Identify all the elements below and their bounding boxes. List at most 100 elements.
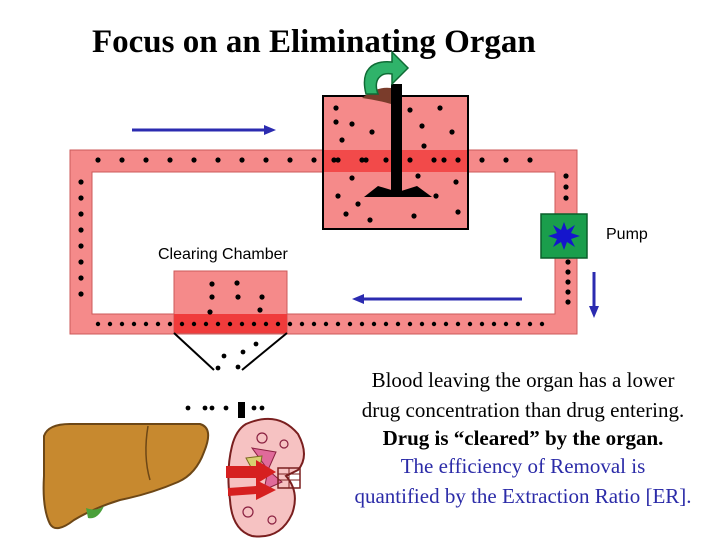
drug-particle <box>335 321 341 327</box>
drug-particle <box>431 321 437 327</box>
drug-particle <box>251 405 257 411</box>
drain-funnel-left <box>173 332 215 371</box>
drug-particle <box>515 321 521 327</box>
caption-line-2: drug concentration than drug entering. <box>361 398 685 422</box>
drug-particle <box>323 321 329 327</box>
drug-particle <box>259 405 265 411</box>
drug-particle <box>419 321 425 327</box>
drug-particle <box>119 157 125 163</box>
drug-particle <box>78 243 84 249</box>
drug-particle <box>437 105 443 111</box>
drug-particle <box>227 321 233 327</box>
drug-particle <box>347 321 353 327</box>
drug-particle <box>287 157 293 163</box>
drug-particle <box>179 321 185 327</box>
slide-title: Focus on an Eliminating Organ <box>92 24 536 60</box>
caption-line-5: quantified by the Extraction Ratio [ER]. <box>354 484 692 508</box>
drug-particle <box>415 173 421 179</box>
drug-particle <box>369 129 375 135</box>
drug-particle <box>563 195 569 201</box>
drug-particle <box>311 321 317 327</box>
clearing-chamber-label: Clearing Chamber <box>158 246 288 263</box>
drug-particle <box>202 405 208 411</box>
drug-particle <box>131 321 137 327</box>
drug-particle <box>287 321 293 327</box>
drug-particle <box>335 157 341 163</box>
drug-particle <box>431 157 437 163</box>
drug-particle <box>143 321 149 327</box>
drug-particle <box>467 321 473 327</box>
drug-particle <box>78 291 84 297</box>
drug-particle <box>333 105 339 111</box>
drug-particle <box>443 321 449 327</box>
drug-particle <box>234 280 240 286</box>
drug-particle <box>539 321 545 327</box>
stirrer-cap <box>362 87 391 104</box>
drug-particle <box>455 209 461 215</box>
drug-particle <box>215 321 221 327</box>
drug-particle <box>257 307 263 313</box>
drug-particle <box>299 321 305 327</box>
drug-particle <box>563 184 569 190</box>
drug-particle <box>407 107 413 113</box>
drug-particle <box>491 321 497 327</box>
drug-particle <box>311 157 317 163</box>
drug-particle <box>207 309 213 315</box>
drug-particle <box>203 321 209 327</box>
drug-particle <box>367 217 373 223</box>
drug-particle <box>259 294 265 300</box>
drug-particle <box>209 405 215 411</box>
drug-particle <box>239 321 245 327</box>
drug-particle <box>421 143 427 149</box>
drug-particle <box>455 321 461 327</box>
drug-particle <box>78 211 84 217</box>
drug-particle <box>349 121 355 127</box>
drug-particle <box>343 211 349 217</box>
drug-particle <box>565 279 571 285</box>
drug-particle <box>331 157 337 163</box>
drug-particle <box>503 157 509 163</box>
drug-particle <box>563 173 569 179</box>
drug-particle <box>119 321 125 327</box>
drug-particle <box>239 157 245 163</box>
drug-particle <box>191 321 197 327</box>
drug-particle <box>411 213 417 219</box>
drug-particle <box>263 157 269 163</box>
caption-line-1: Blood leaving the organ has a lower <box>371 368 675 392</box>
drug-particle <box>527 321 533 327</box>
drug-particle <box>441 157 447 163</box>
drug-particle <box>479 157 485 163</box>
drug-particle <box>565 269 571 275</box>
drug-particle <box>383 321 389 327</box>
drug-particle <box>253 341 259 347</box>
drug-particle <box>191 157 197 163</box>
drug-particle <box>395 321 401 327</box>
drain-funnel-right <box>241 332 288 371</box>
pump-label: Pump <box>606 226 648 243</box>
flow-arrow-left <box>352 294 522 304</box>
drug-particle <box>333 119 339 125</box>
drug-particle <box>78 227 84 233</box>
drug-particle <box>240 349 246 355</box>
drug-particle <box>407 157 413 163</box>
drug-particle <box>78 275 84 281</box>
drug-particle <box>235 294 241 300</box>
drug-particle <box>235 364 241 370</box>
kidney-illustration <box>226 417 305 538</box>
stirrer-rotation-arrow <box>363 50 410 95</box>
drug-particle <box>221 353 227 359</box>
drug-particle <box>251 321 257 327</box>
stirrer-shaft <box>391 84 402 196</box>
drug-particle <box>215 365 221 371</box>
flow-arrow-right <box>132 125 276 135</box>
drug-particle <box>78 195 84 201</box>
drug-particle <box>453 179 459 185</box>
vessel-particles <box>331 105 461 223</box>
drug-particle <box>167 321 173 327</box>
drug-particle <box>275 321 281 327</box>
drug-particle <box>565 289 571 295</box>
drug-particle <box>143 157 149 163</box>
drug-particle <box>359 157 365 163</box>
